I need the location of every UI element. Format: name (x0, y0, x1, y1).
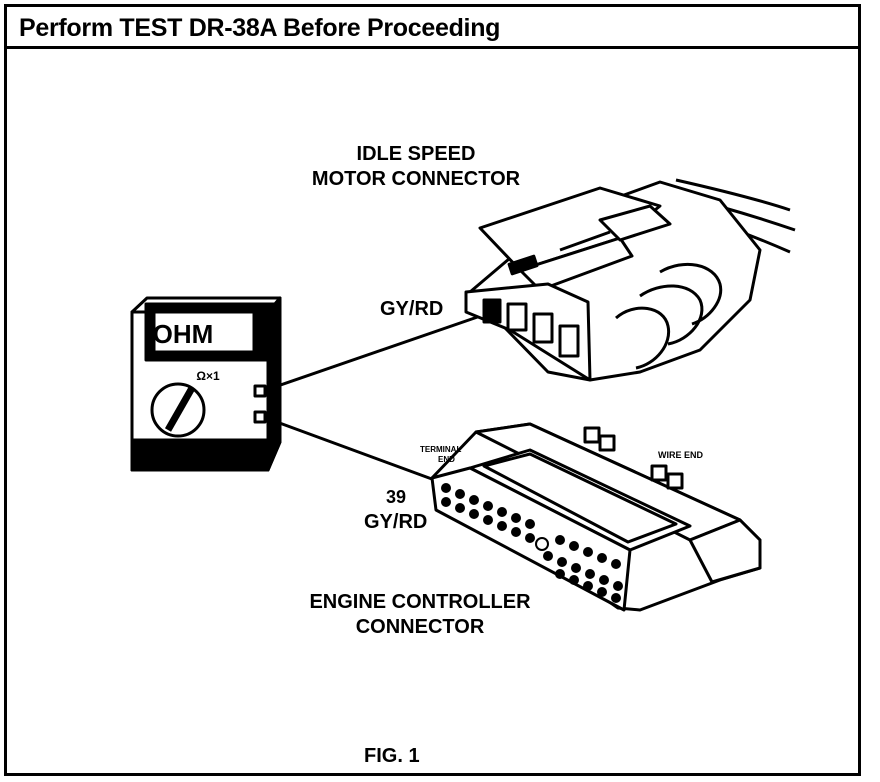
connector-pins (441, 483, 623, 603)
wire-label-bottom: GY/RD (364, 511, 427, 533)
dial-pointer (164, 386, 196, 432)
meter-range-label: Ω×1 (196, 369, 220, 383)
wire-end-label: WIRE END (658, 450, 704, 460)
meter-jack-top (253, 384, 267, 398)
figure-frame: Perform TEST DR-38A Before Proceeding (4, 4, 861, 776)
idle-speed-label-line1: IDLE SPEED (357, 143, 476, 165)
engine-controller-connector (430, 422, 762, 612)
terminal-end-label-line1: TERMINAL (420, 445, 461, 454)
test-lead-bottom (265, 416, 441, 484)
ohmmeter (130, 296, 282, 472)
engine-controller-label-line2: CONNECTOR (356, 616, 485, 638)
idle-speed-label-line2: MOTOR CONNECTOR (312, 168, 521, 190)
title-bar: Perform TEST DR-38A Before Proceeding (7, 7, 858, 49)
meter-display-text: OHM (153, 319, 214, 349)
terminal-end-label-line2: END (438, 455, 455, 464)
test-lead-top (265, 310, 493, 392)
figure-caption: FIG. 1 (364, 745, 420, 767)
page-title: Perform TEST DR-38A Before Proceeding (19, 14, 501, 42)
pin-number-label: 39 (386, 487, 406, 507)
wire-label-top: GY/RD (380, 298, 443, 320)
engine-controller-label-line1: ENGINE CONTROLLER (309, 591, 531, 613)
idle-speed-motor-connector (464, 178, 796, 382)
meter-jack-bottom (253, 410, 267, 424)
